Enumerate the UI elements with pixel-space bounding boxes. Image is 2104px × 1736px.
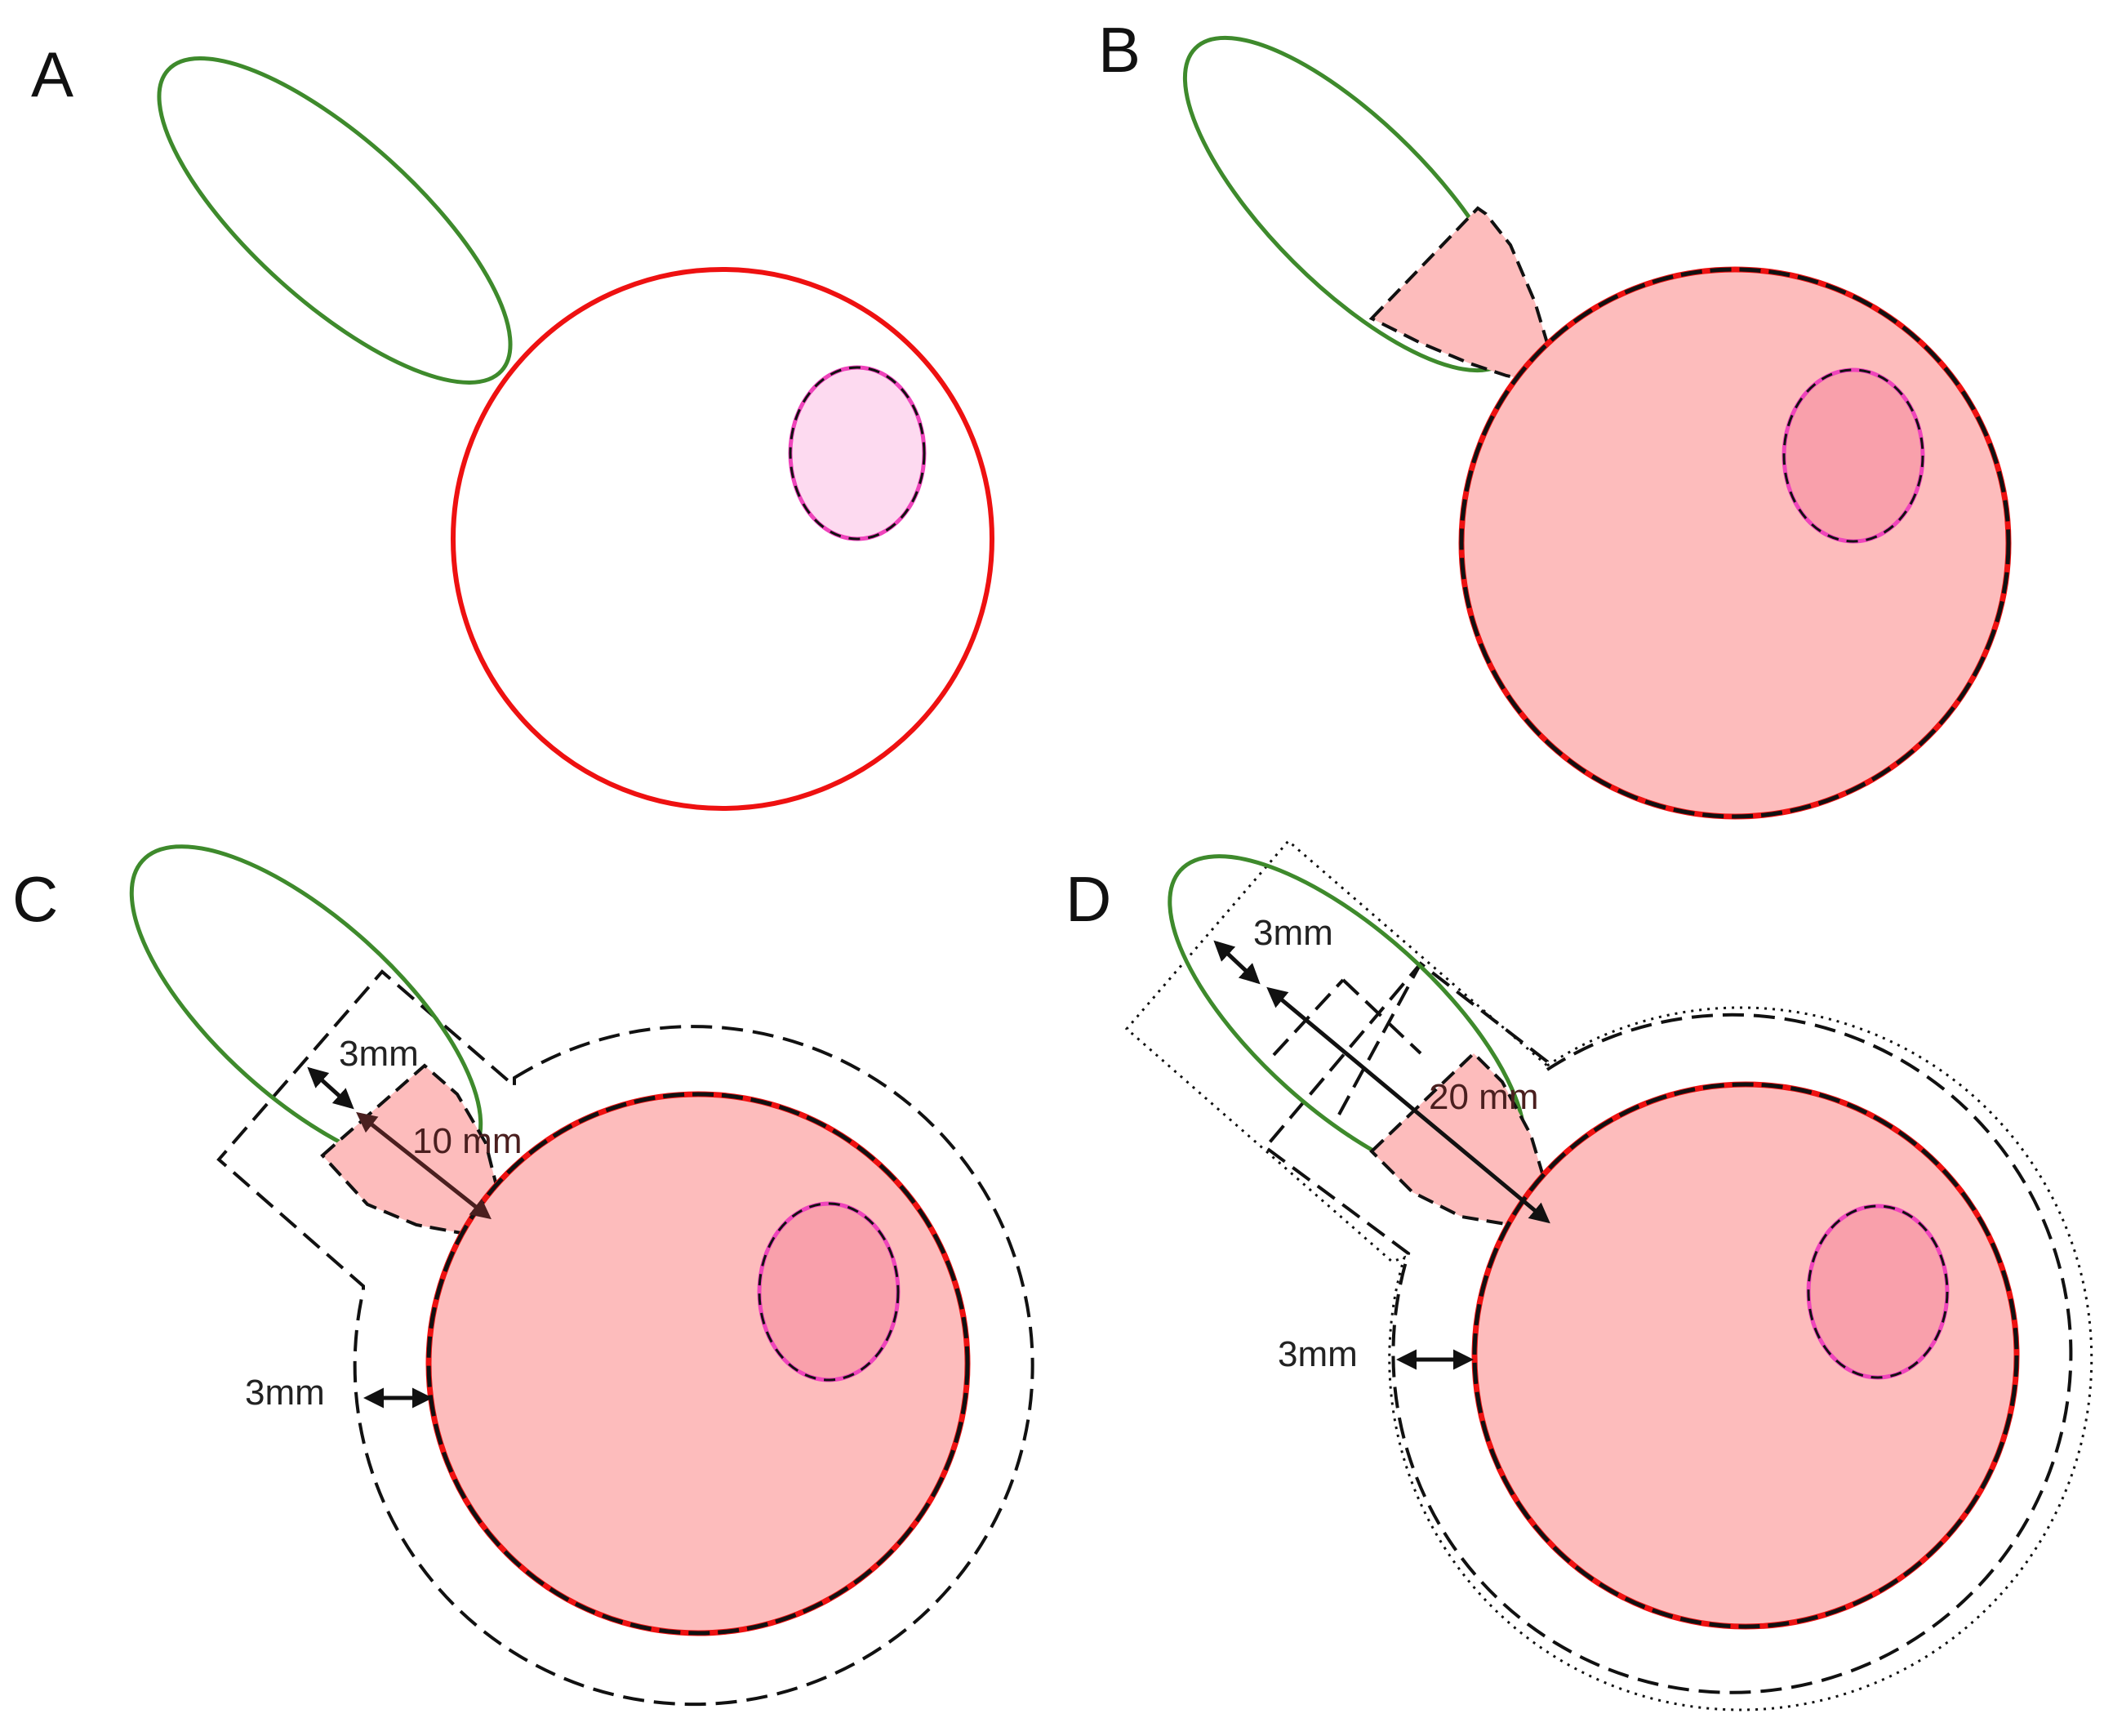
panel-a-lesion-dash: [789, 366, 926, 541]
panel-a-bladder: [451, 267, 994, 811]
panel-a: A: [31, 38, 994, 811]
panel-c-label-bladder-margin: 3mm: [245, 1373, 325, 1413]
panel-b-sv-target-region: [1368, 206, 1550, 382]
panel-c-arrow-3mm-sv: [307, 1066, 354, 1110]
panel-b-bladder-dash: [1459, 267, 2011, 819]
panel-b: B: [1098, 14, 2012, 820]
panel-c-label-sv-length: 10 mm: [412, 1121, 522, 1161]
panel-d-label-bladder-margin: 3mm: [1278, 1334, 1358, 1374]
panel-c-arrow-10mm: [356, 1111, 492, 1220]
panel-a-letter: A: [31, 38, 73, 110]
panel-d-bladder-target: [1471, 1081, 2020, 1630]
panel-b-letter: B: [1098, 14, 1141, 86]
panel-a-seminal-vesicle: [157, 56, 513, 385]
panel-c-lesion-dash: [758, 1202, 900, 1382]
panel-d-arrow-20mm: [1266, 986, 1550, 1224]
panel-c: C 3mm 10 mm 3mm: [12, 844, 1034, 1707]
panel-d-label-sv-length: 20 mm: [1429, 1077, 1538, 1117]
panel-d-margin-outline: [1263, 961, 2073, 1694]
panel-d-letter: D: [1065, 863, 1111, 935]
panel-d-bladder-dash: [1472, 1082, 2019, 1629]
panel-d-lesion-dash: [1807, 1204, 1949, 1379]
panel-d: D 3mm 20 mm 3mm: [1065, 839, 2093, 1712]
panel-b-bladder-target: [1458, 266, 2012, 820]
panel-c-letter: C: [12, 863, 58, 935]
panel-c-bladder-target: [425, 1091, 971, 1636]
panel-d-arrow-3mm-sv: [1213, 940, 1261, 985]
panel-c-margin-outline: [216, 969, 1034, 1707]
panel-c-bladder-dash: [426, 1092, 970, 1636]
panel-d-outer-dotted-margin: [1124, 839, 2093, 1712]
panel-d-label-sv-margin: 3mm: [1253, 913, 1333, 953]
panel-b-lesion-dash: [1782, 368, 1924, 543]
panel-c-label-sv-margin: 3mm: [339, 1034, 419, 1074]
